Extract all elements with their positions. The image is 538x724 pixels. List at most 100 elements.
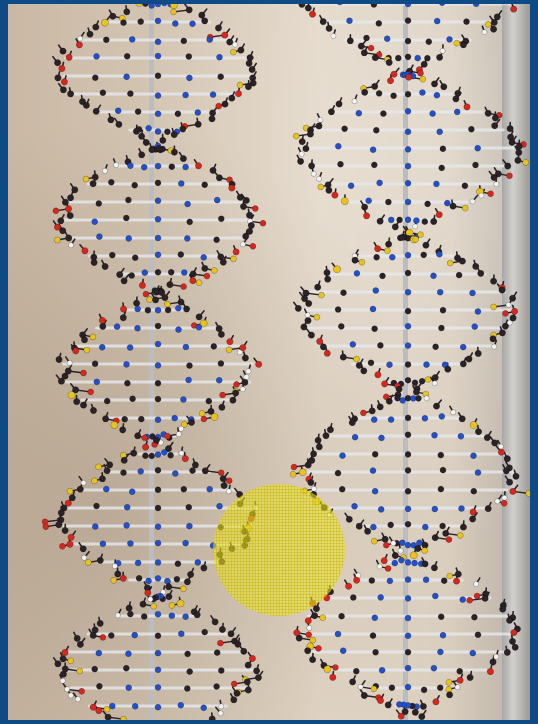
carbon-atom [64,367,72,375]
base-atom [370,161,378,169]
molecular-atoms [41,4,530,720]
base-atom [431,505,439,513]
carbon-atom [233,689,241,697]
hydrogen-atom [75,696,81,702]
base-atom [367,359,375,367]
carbon-atom [98,475,106,483]
side-atom [103,705,111,713]
oxygen-atom [304,617,312,625]
carbon-atom [220,482,228,490]
hydrogen-atom [304,312,311,319]
carbon-atom [236,193,244,201]
carbon-atom [246,227,254,235]
base-atom [154,234,162,242]
carbon-atom [481,594,489,602]
carbon-atom [76,640,84,648]
side-atom [313,313,321,321]
base-atom [99,89,107,96]
base-atom [201,628,208,636]
carbon-atom [65,234,73,242]
carbon-atom [357,42,365,50]
oxygen-atom [405,73,413,81]
carbon-atom [348,419,356,427]
carbon-atom [106,461,114,469]
carbon-atom [59,86,67,94]
base-atom [433,180,440,188]
carbon-atom [355,522,363,530]
carbon-atom [55,355,63,363]
side-atom [54,236,61,244]
base-atom [341,125,348,133]
base-atom [154,162,162,170]
carbon-atom [474,349,482,357]
base-atom [351,433,359,441]
base-atom [438,413,446,420]
base-atom [154,179,162,187]
carbon-atom [68,494,76,502]
base-atom [386,361,393,369]
carbon-atom [385,58,393,66]
carbon-atom [446,691,454,699]
carbon-atom [515,149,523,157]
side-atom [453,39,461,47]
carbon-atom [229,396,237,404]
base-atom [154,216,162,223]
phosphorus-atom [340,197,349,205]
base-atom [446,36,453,43]
right-support-rod [403,4,408,720]
carbon-atom [217,253,225,261]
carbon-atom [67,90,75,98]
base-atom [469,649,477,657]
carbon-atom [170,148,178,156]
carbon-atom [376,403,384,411]
side-atom [384,565,392,572]
base-atom [134,305,141,313]
base-atom [456,667,464,675]
carbon-atom [421,560,429,568]
side-atom [225,346,233,354]
base-atom [399,397,407,404]
base-atom [154,559,162,566]
base-atom [98,343,106,351]
base-atom [144,306,152,314]
base-atom [154,610,162,618]
base-atom [415,395,422,402]
base-atom [404,361,412,368]
carbon-atom [73,634,81,642]
carbon-atom [504,162,512,170]
wall-corner-strip [502,4,530,720]
carbon-atom [201,467,209,475]
side-atom [203,272,211,280]
carbon-atom [226,38,234,46]
base-atom [168,612,176,620]
carbon-atom [360,49,368,57]
base-atom [437,613,445,621]
base-atom [470,452,477,460]
base-atom [213,683,220,690]
phosphorus-atom [298,468,307,477]
base-atom [380,110,387,117]
oxygen-atom [119,574,127,582]
carbon-atom [138,132,146,140]
carbon-atom [61,372,69,380]
carbon-atom [501,322,509,330]
base-atom [369,632,377,639]
carbon-atom [193,611,201,619]
base-atom [404,683,412,691]
side-atom [200,415,208,423]
carbon-atom [506,616,514,624]
carbon-atom [312,605,320,613]
base-atom [396,216,403,224]
oxygen-atom [195,162,203,170]
oxygen-atom [75,41,83,49]
base-atom [370,523,377,531]
hydrogen-atom [493,181,500,188]
base-atom [178,180,185,187]
carbon-atom [59,655,67,663]
hydrogen-atom [439,48,446,54]
carbon-atom [254,674,262,682]
carbon-atom [310,450,318,458]
carbon-atom [245,59,253,67]
base-atom [459,343,467,351]
hydrogen-atom [450,409,457,416]
